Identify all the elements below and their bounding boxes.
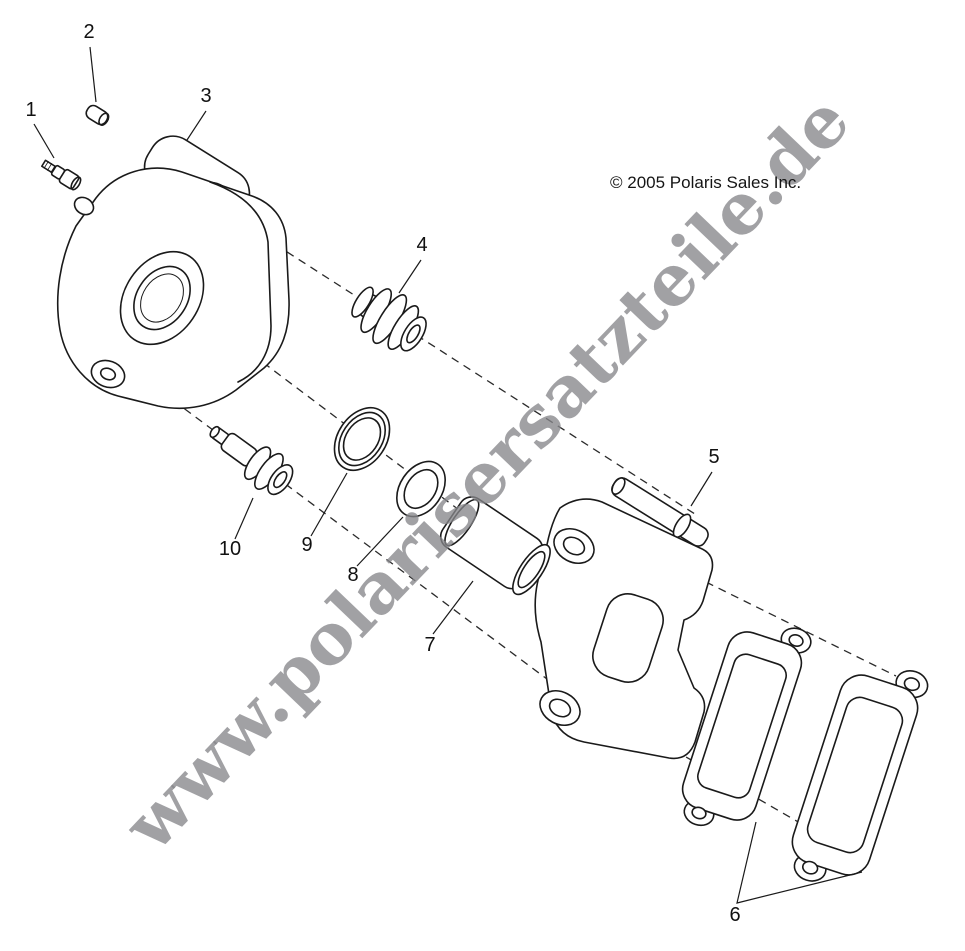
pad-inner-friction-face [697, 653, 787, 799]
part-label-7: 7 [424, 634, 435, 656]
leader-part-3 [186, 110, 207, 141]
brake-pad-inner [681, 627, 812, 827]
part-label-1: 1 [25, 99, 36, 121]
caliper-bleeder-boss [73, 196, 95, 216]
caliper-bore-thread [140, 273, 184, 323]
bleeder-screw [40, 159, 82, 191]
part-label-9: 9 [301, 534, 312, 556]
dust-seal-ring [333, 406, 391, 472]
part-label-4: 4 [416, 234, 427, 256]
pin-boot-hole [273, 471, 288, 489]
part-label-8: 8 [347, 564, 358, 586]
caliper-body [56, 135, 290, 410]
leader-part-7 [432, 580, 474, 635]
part-labels: 1 2 3 4 5 6 7 8 9 10 [25, 21, 740, 926]
bracket-mount-hole-bottom [548, 698, 572, 718]
caliper-bottom-ear-hole [99, 367, 117, 381]
part-label-2: 2 [83, 21, 94, 43]
label-leader-lines [33, 46, 863, 904]
part-label-5: 5 [708, 446, 719, 468]
pad-outer-ear-bottom-hole [801, 860, 819, 875]
leader-part-8 [356, 516, 404, 567]
piston-bore [517, 550, 546, 589]
pad-outer-plate [791, 674, 919, 876]
bracket-mount-hole-top [562, 536, 586, 556]
leader-part-2 [89, 46, 97, 103]
piston-seal-inner [403, 468, 439, 510]
guide-pin-upper-tip [611, 477, 626, 495]
pad-inner-plate [681, 631, 803, 821]
leader-part-1 [33, 123, 55, 159]
bleeder-screw-thread-lines [43, 161, 56, 173]
guide-pin-upper [611, 477, 709, 547]
bleeder-cap [85, 104, 110, 126]
pad-outer-ear-top-hole [903, 677, 921, 692]
mounting-bracket [534, 477, 714, 760]
axis-line-upper [227, 213, 699, 517]
bleeder-screw-head-face [70, 176, 82, 191]
leader-part-6 [736, 821, 863, 904]
caliper-piston [439, 496, 551, 596]
copyright-text: © 2005 Polaris Sales Inc. [610, 173, 801, 192]
bleeder-cap-body [85, 104, 109, 126]
part-label-6: 6 [729, 904, 740, 926]
bellows-boot [351, 286, 427, 352]
caliper-bore-inner [133, 265, 191, 331]
piston-closed-end [444, 498, 480, 547]
pin-with-boot [209, 425, 294, 496]
leader-part-9 [310, 472, 348, 537]
piston-seal [396, 460, 446, 518]
brake-pad-outer [791, 670, 929, 882]
dust-seal-inner [342, 417, 382, 461]
pad-inner-ear-top-hole [788, 634, 804, 647]
boot-neck [351, 286, 374, 318]
bleeder-screw-head [58, 168, 80, 190]
pad-outer-friction-face [806, 696, 904, 854]
bracket-center-window [592, 593, 664, 683]
leader-part-10 [234, 497, 254, 540]
caliper-cylinder-contour [209, 181, 272, 383]
leader-part-5 [690, 471, 713, 507]
pin-tip-face [209, 425, 221, 439]
dust-seal-mid [338, 411, 386, 467]
pad-inner-ear-bottom-hole [691, 806, 707, 820]
part-label-3: 3 [200, 85, 211, 107]
axis-line-lower [161, 391, 611, 727]
bleeder-cap-face [98, 112, 110, 126]
boot-hole [406, 324, 421, 344]
part-label-10: 10 [219, 538, 241, 560]
leader-part-4 [398, 259, 422, 294]
